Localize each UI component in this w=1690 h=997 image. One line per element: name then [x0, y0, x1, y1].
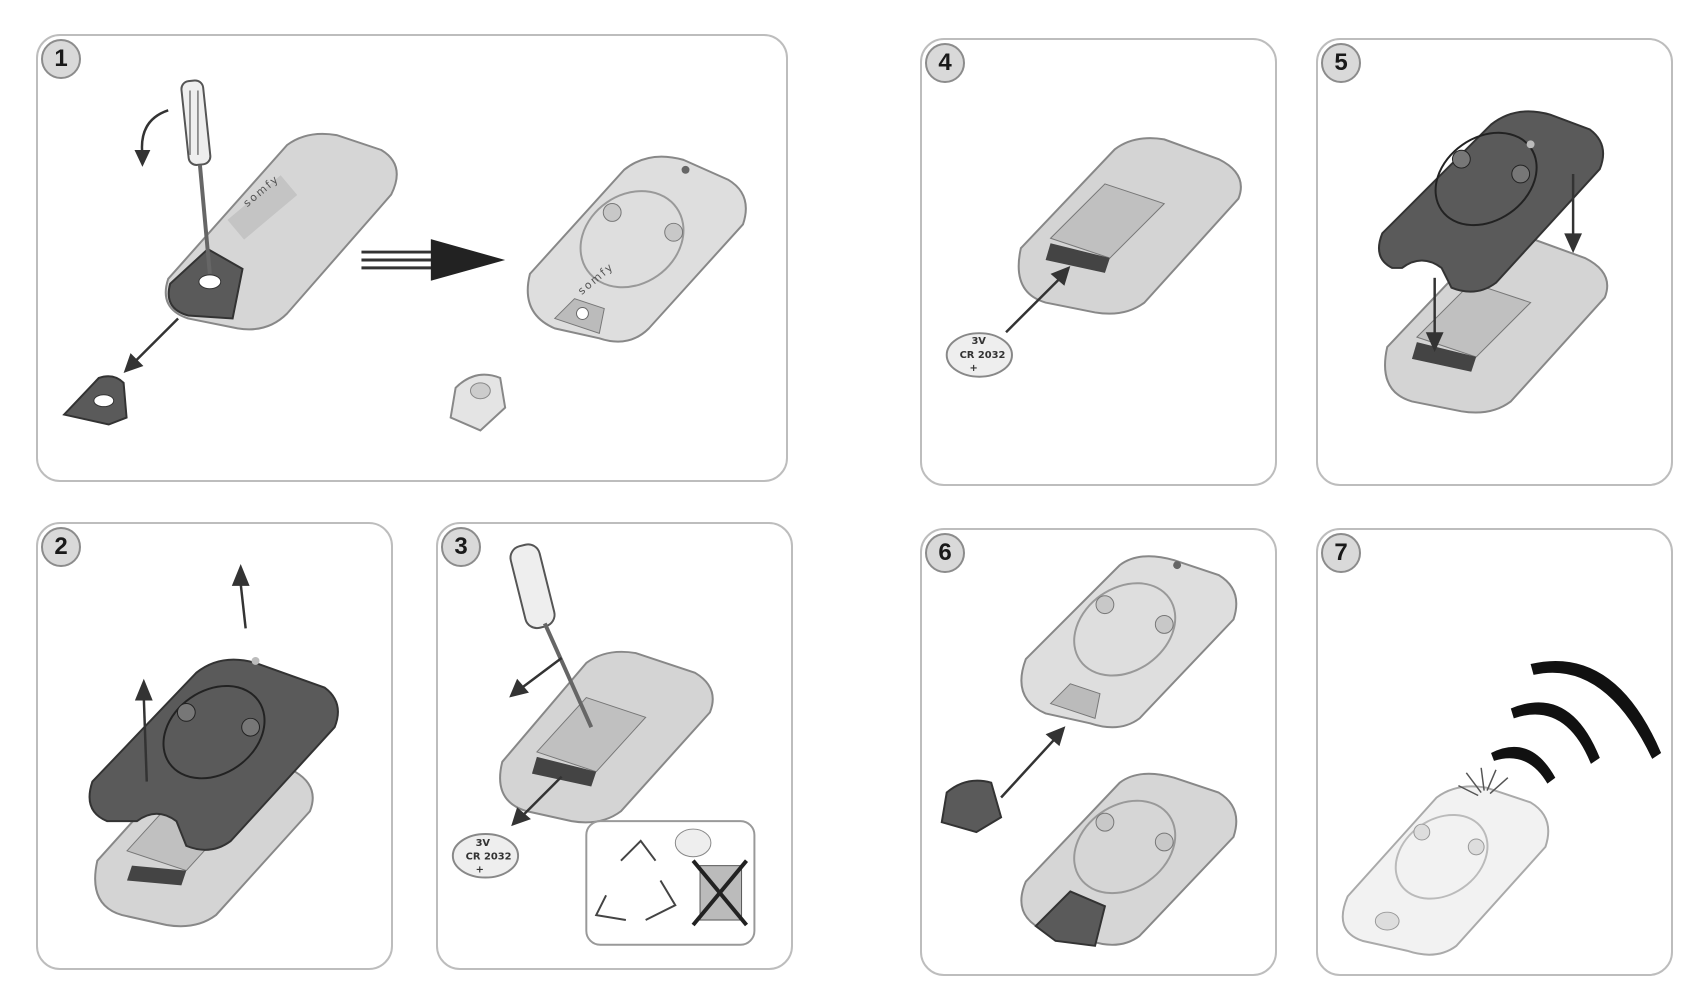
- insert-arrow-icon: [1005, 276, 1062, 334]
- step-2-panel: 2: [36, 522, 393, 970]
- step-6-illustration: [940, 555, 1238, 947]
- step-5-illustration: [1378, 110, 1609, 414]
- step-4-badge: 4: [925, 43, 965, 83]
- step-1-panel: 1 somfy: [36, 34, 788, 482]
- lift-arrow-icon: [239, 583, 247, 629]
- step-3-badge: 3: [441, 527, 481, 567]
- insert-arrow-icon: [1000, 737, 1057, 799]
- step-1-illustration: somfy: [62, 79, 747, 432]
- svg-text:+: +: [969, 363, 977, 374]
- step-2-illustration: [88, 564, 339, 928]
- remote-front: somfy: [526, 155, 747, 343]
- eject-arrow-icon: [521, 775, 563, 818]
- battery-icon: 3V CR 2032 +: [451, 833, 520, 879]
- step-6-badge: 6: [925, 533, 965, 573]
- step-7-illustration: [1341, 660, 1662, 956]
- screwdriver-icon: [509, 543, 556, 630]
- step-7-badge: 7: [1321, 533, 1361, 573]
- remote-closed: somfy: [164, 132, 398, 331]
- step-2-badge: 2: [41, 527, 81, 567]
- step-4-illustration: 3V CR 2032 +: [945, 137, 1242, 378]
- clip-dark: [940, 779, 1003, 834]
- step-3-illustration: 3V CR 2032 +: [451, 543, 756, 946]
- remove-arrow-icon: [132, 317, 179, 364]
- svg-text:3V: 3V: [476, 838, 491, 849]
- svg-text:CR 2032: CR 2032: [960, 350, 1006, 361]
- next-arrow-icon: [361, 239, 506, 281]
- step-7-panel: 7: [1316, 528, 1673, 976]
- step-5-panel: 5: [1316, 38, 1673, 486]
- battery-icon-small: [674, 828, 712, 858]
- svg-text:+: +: [476, 865, 484, 876]
- signal-waves-icon: [1491, 660, 1662, 784]
- led-flash-icon: [1458, 767, 1509, 797]
- step-1-badge: 1: [41, 39, 81, 79]
- clip-removed: [62, 375, 128, 426]
- step-6-panel: 6: [920, 528, 1277, 976]
- svg-text:3V: 3V: [971, 336, 986, 347]
- pry-arrow-icon: [521, 657, 563, 689]
- lift-arrow-icon-2: [142, 697, 149, 782]
- step-5-badge: 5: [1321, 43, 1361, 83]
- rotate-arrow-icon: [140, 109, 169, 156]
- svg-text:CR 2032: CR 2032: [466, 852, 512, 863]
- screwdriver-icon: [180, 79, 212, 275]
- clip-small: [449, 373, 507, 432]
- battery-icon: 3V CR 2032 +: [945, 332, 1013, 378]
- step-4-panel: 4 3V CR 2032 +: [920, 38, 1277, 486]
- recycle-icon: [594, 839, 677, 922]
- step-3-panel: 3 3V CR 2032 +: [436, 522, 793, 970]
- trash-crossed-icon: [691, 859, 749, 927]
